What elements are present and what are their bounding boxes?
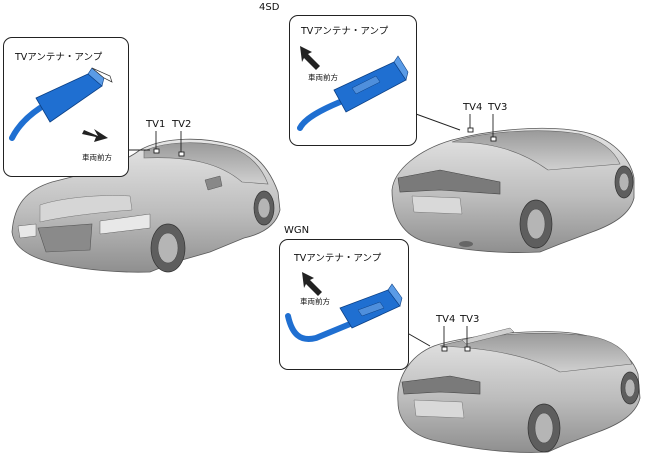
- label-tv4-wagon: TV4: [436, 314, 456, 325]
- forward-arrow-icon: [302, 272, 322, 296]
- tv-markers: [153, 114, 497, 352]
- section-title-sedan: 4SD: [259, 2, 280, 13]
- callout-front-forward: 車両前方: [82, 153, 112, 162]
- callout-sedan-forward: 車両前方: [308, 73, 338, 82]
- antenna-amp-wagon: [285, 272, 403, 342]
- callout-wagon-title: TVアンテナ・アンプ: [294, 253, 382, 264]
- callout-front-title: TVアンテナ・アンプ: [15, 52, 103, 63]
- sedan-front-car: [11, 138, 281, 273]
- wagon-rear-car: [397, 327, 641, 453]
- forward-arrow-icon: [300, 46, 320, 70]
- marker-tv2: [178, 151, 185, 157]
- antenna-amp-front: [9, 67, 113, 142]
- label-tv2: TV2: [172, 119, 192, 130]
- label-tv3-sedan: TV3: [488, 102, 508, 113]
- label-tv3-wagon: TV3: [460, 314, 480, 325]
- section-title-wagon: WGN: [284, 225, 310, 236]
- label-tv4-sedan: TV4: [463, 102, 483, 113]
- callout-sedan: TVアンテナ・アンプ 車両前方: [289, 15, 417, 146]
- callout-front: TVアンテナ・アンプ 車両前方: [3, 37, 129, 177]
- marker-tv4-sedan: [467, 127, 474, 133]
- callout-sedan-title: TVアンテナ・アンプ: [301, 26, 389, 37]
- antenna-amp-sedan: [297, 46, 409, 131]
- marker-tv3-wagon: [464, 346, 471, 352]
- label-tv1: TV1: [146, 119, 166, 130]
- marker-tv4-wagon: [441, 346, 448, 352]
- sedan-rear-car: [391, 127, 635, 253]
- callout-wagon-forward: 車両前方: [300, 297, 330, 306]
- marker-tv1: [153, 148, 160, 154]
- marker-tv3-sedan: [490, 136, 497, 142]
- callout-wagon: TVアンテナ・アンプ 車両前方: [279, 239, 409, 370]
- forward-arrow-icon: [82, 129, 108, 142]
